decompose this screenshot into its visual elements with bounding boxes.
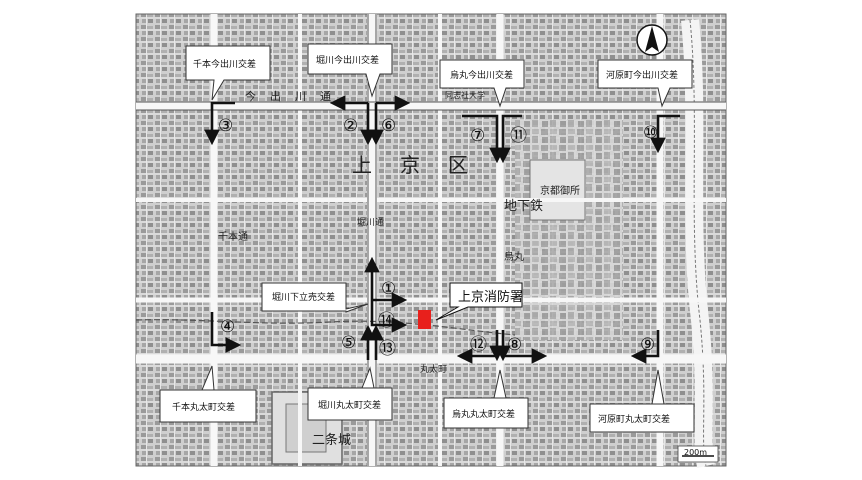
dashed-border xyxy=(135,319,516,336)
label-karasuma: 烏丸 xyxy=(504,250,524,263)
callout-label: 烏丸丸太町交差 xyxy=(452,408,515,420)
map-labels: 上京区 今出川通 京都御所 地下鉄 烏丸 二条城 丸太町 千本通 同志社大学 堀… xyxy=(218,89,580,448)
label-horikawa: 堀川通 xyxy=(357,217,384,228)
north-arrow-icon xyxy=(636,24,668,56)
route-number-1: ① xyxy=(381,279,396,299)
route-number-9: ⑨ xyxy=(640,335,655,355)
district-label: 上京区 xyxy=(352,153,496,177)
callout-karasuma-imadegawa: 烏丸今出川交差 xyxy=(439,59,525,108)
label-doshisha: 同志社大学 xyxy=(445,90,485,100)
callout-karasuma-marutamachi: 烏丸丸太町交差 xyxy=(443,369,529,429)
label-imadegawa: 今出川通 xyxy=(245,89,345,103)
route-number-6: ⑥ xyxy=(381,116,396,136)
route-number-8: ⑧ xyxy=(507,335,522,355)
route-number-14: ⑭ xyxy=(378,311,395,331)
scale-bar: 200m xyxy=(677,445,719,463)
route-number-11: ⑪ xyxy=(510,126,527,146)
callout-kawaramachi-marutamachi: 河原町丸太町交差 xyxy=(589,369,695,433)
route-number-13: ⑬ xyxy=(379,339,396,359)
route-number-10: ⑩ xyxy=(643,123,658,143)
route-arrows xyxy=(204,95,680,364)
route-number-2: ② xyxy=(343,116,358,136)
callout-senbon-imadegawa: 千本今出川交差 xyxy=(185,45,271,101)
fire-station-marker xyxy=(418,310,431,329)
intersection-callouts: 千本今出川交差 堀川今出川交差 烏丸今出川交差 河原町今出川交差 堀川下立売交差… xyxy=(159,43,695,433)
callout-kawaramachi-imadegawa: 河原町今出川交差 xyxy=(597,59,693,108)
callout-label: 堀川下立売交差 xyxy=(272,291,335,303)
gosho-inner xyxy=(529,159,586,221)
route-number-5: ⑤ xyxy=(341,333,356,353)
label-nijo-castle: 二条城 xyxy=(312,432,351,448)
route-number-7: ⑦ xyxy=(470,126,485,146)
label-senbon: 千本通 xyxy=(218,230,248,243)
route-number-12: ⑫ xyxy=(470,335,487,355)
callout-label: 烏丸今出川交差 xyxy=(450,69,513,81)
kamo-river-bank xyxy=(689,19,707,467)
callout-label: 河原町今出川交差 xyxy=(606,69,678,81)
fire-station-label: 上京消防署 xyxy=(458,289,523,305)
callout-label: 堀川今出川交差 xyxy=(316,54,379,66)
callout-label: 堀川丸太町交差 xyxy=(318,399,381,411)
callout-senbon-marutamachi: 千本丸太町交差 xyxy=(159,365,257,423)
scale-label: 200m xyxy=(684,448,707,457)
callout-horikawa-imadegawa: 堀川今出川交差 xyxy=(307,43,393,98)
route-number-3: ③ xyxy=(218,116,233,136)
label-kyoto-gosho: 京都御所 xyxy=(540,184,580,197)
callout-label: 千本今出川交差 xyxy=(193,58,256,70)
circled-numbers: ③ ② ⑥ ⑦ ⑪ ⑩ ① ⑭ ④ ⑤ ⑬ ⑫ ⑧ ⑨ xyxy=(218,116,658,359)
route-number-4: ④ xyxy=(220,317,235,337)
fire-station-callout: 上京消防署 xyxy=(435,282,523,321)
callout-horikawa-marutamachi: 堀川丸太町交差 xyxy=(307,366,393,421)
gosho-area xyxy=(515,120,623,340)
callout-label: 河原町丸太町交差 xyxy=(598,413,670,425)
label-marutamachi: 丸太町 xyxy=(420,363,447,375)
callout-label: 千本丸太町交差 xyxy=(172,401,235,413)
label-subway: 地下鉄 xyxy=(504,199,543,214)
callout-horikawa-shimodachiuri: 堀川下立売交差 xyxy=(261,282,369,313)
